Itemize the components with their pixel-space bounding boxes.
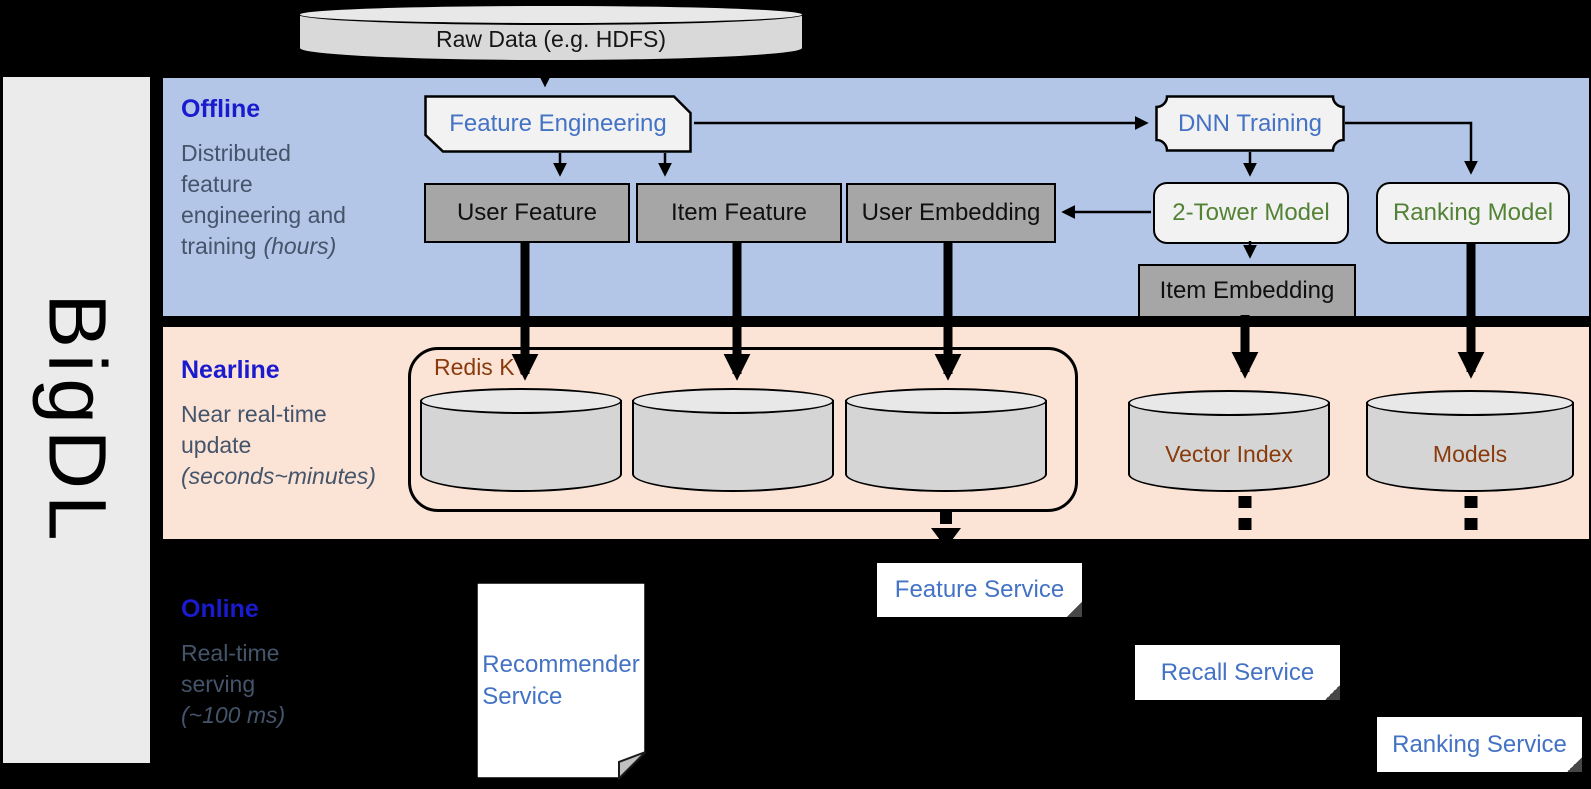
item-embedding-label: Item Embedding	[1159, 277, 1335, 304]
cylinder-body	[1366, 402, 1574, 492]
arrow-dnn-training-to-ranking-model	[1345, 121, 1478, 175]
cylinder-top	[298, 4, 804, 25]
document-shape	[475, 581, 647, 780]
cylinder-body	[632, 400, 834, 492]
dnn-training-node: DNN Training	[1155, 95, 1345, 152]
cylinder-body	[420, 400, 622, 492]
nearline-title: Nearline	[181, 356, 280, 384]
bigdl-sidebar: BigDL	[3, 77, 150, 763]
cylinder-top	[1128, 390, 1330, 416]
dashed-arrow-redis-head	[931, 528, 961, 548]
recommender-service-node: Recommender Service	[475, 581, 647, 780]
ranking-model-label: Ranking Model	[1392, 199, 1554, 226]
raw-data-label: Raw Data (e.g. HDFS)	[435, 25, 667, 52]
vector-index-label: Vector Index	[1165, 440, 1293, 467]
feature-service-label: Feature Service	[894, 576, 1065, 603]
cylinder-body	[1128, 402, 1330, 492]
item-embedding-node: Item Embedding	[1138, 264, 1356, 318]
raw-data-store: Raw Data (e.g. HDFS)	[298, 4, 804, 62]
offline-band-label: Offline Distributed feature engineering …	[181, 95, 431, 262]
offline-title: Offline	[181, 95, 261, 123]
folded-corner-icon	[1325, 685, 1340, 700]
online-band-label: Online Real-time serving(~100 ms)	[181, 595, 431, 731]
kv-store-cylinder-1	[420, 388, 622, 492]
cylinder-body	[845, 400, 1047, 492]
cylinder-top	[632, 388, 834, 414]
kv-store-cylinder-2	[632, 388, 834, 492]
feature-engineering-label: Feature Engineering	[449, 110, 667, 137]
cylinder-top	[1366, 390, 1574, 416]
online-subtitle: Real-time serving(~100 ms)	[181, 640, 286, 729]
offline-subtitle: Distributed feature engineering and trai…	[181, 140, 346, 260]
online-title: Online	[181, 595, 259, 623]
ranking-service-label: Ranking Service	[1392, 730, 1567, 758]
cylinder-top	[420, 388, 622, 414]
folded-corner-icon	[1567, 757, 1582, 772]
redis-kv-container	[408, 347, 1078, 512]
models-label: Models	[1432, 440, 1508, 467]
folded-corner-icon	[1067, 602, 1082, 617]
ranking-model-node: Ranking Model	[1376, 182, 1570, 244]
models-cylinder: Models	[1366, 390, 1574, 492]
recommender-service-label: Recommender Service	[482, 651, 640, 710]
user-feature-label: User Feature	[456, 199, 598, 226]
user-feature-node: User Feature	[424, 183, 630, 243]
item-feature-label: Item Feature	[670, 199, 808, 226]
dnn-training-label: DNN Training	[1177, 109, 1323, 137]
nearline-subtitle: Near real-time update(seconds~minutes)	[181, 401, 376, 490]
user-embedding-label: User Embedding	[861, 199, 1041, 226]
card-shape	[424, 95, 692, 153]
nearline-band-label: Nearline Near real-time update(seconds~m…	[181, 356, 431, 492]
vector-index-cylinder: Vector Index	[1128, 390, 1330, 492]
user-embedding-node: User Embedding	[846, 183, 1056, 243]
recall-service-label: Recall Service	[1160, 658, 1315, 686]
cylinder-top	[845, 388, 1047, 414]
feature-service-node: Feature Service	[877, 563, 1082, 617]
plaque-shape	[1155, 95, 1345, 152]
kv-store-cylinder-3	[845, 388, 1047, 492]
recall-service-node: Recall Service	[1135, 645, 1340, 700]
two-tower-model-label: 2-Tower Model	[1172, 199, 1330, 226]
ranking-service-node: Ranking Service	[1377, 717, 1582, 772]
feature-engineering-node: Feature Engineering	[424, 95, 692, 153]
item-feature-node: Item Feature	[636, 183, 842, 243]
